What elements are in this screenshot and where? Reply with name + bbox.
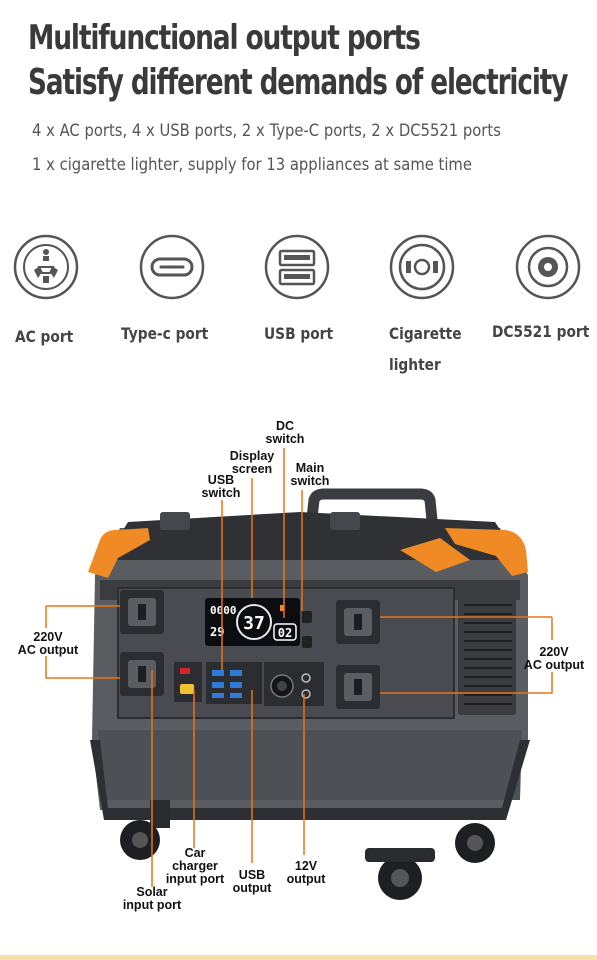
display-left-value: 29 <box>210 625 224 639</box>
description-line-2: 1 x cigarette lighter, supply for 13 app… <box>32 155 472 175</box>
callout-dc-switch: DC switch <box>265 419 305 446</box>
cigarette-lighter-label-line-1: Cigarette <box>389 324 462 343</box>
cigarette-lighter-icon <box>389 234 455 300</box>
callout-12v-output: 12V output <box>286 859 326 886</box>
callout-solar-input: Solar input port <box>122 885 182 912</box>
dc5521-icon <box>515 234 581 300</box>
display-top-left: 0000 <box>210 604 237 617</box>
usb-port-label: USB port <box>264 324 334 343</box>
display-right-value: 02 <box>278 626 292 640</box>
headline-line-2: Satisfy different demands of electricity <box>28 62 568 103</box>
dc5521-port-label: DC5521 port <box>492 322 590 341</box>
power-station-illustration: 37 0000 29 02 <box>45 448 553 900</box>
callout-ac-output-left: 220V AC output <box>17 630 79 657</box>
callout-display-screen: Display screen <box>229 449 275 476</box>
callout-main-switch: Main switch <box>290 461 330 488</box>
bottom-stripe <box>0 955 597 960</box>
ac-outlet-icon <box>13 234 79 300</box>
usb-icon <box>264 234 330 300</box>
ac-port-label: AC port <box>15 327 74 346</box>
description-line-1: 4 x AC ports, 4 x USB ports, 2 x Type-C … <box>32 121 501 141</box>
type-c-icon <box>139 234 205 300</box>
callout-ac-output-right: 220V AC output <box>523 645 585 672</box>
callout-usb-switch: USB switch <box>201 473 241 500</box>
cigarette-lighter-label-line-2: lighter <box>389 355 441 374</box>
callout-car-charger-input: Car charger input port <box>165 846 225 886</box>
type-c-port-label: Type-c port <box>121 324 209 343</box>
headline-line-1: Multifunctional output ports <box>28 18 421 58</box>
display-percent: 37 <box>243 613 265 634</box>
callout-usb-output: USB output <box>232 868 272 895</box>
